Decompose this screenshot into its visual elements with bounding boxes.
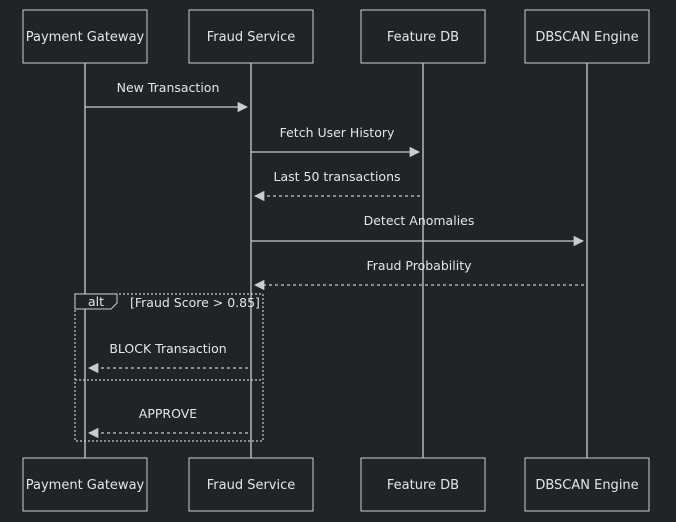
actor-db-bottom: Feature DB [360,457,486,512]
actor-label: Feature DB [387,478,459,493]
message-5: Fraud Probability [253,258,584,291]
message-1: New Transaction [85,80,249,113]
actor-box [188,9,314,64]
actor-label: Fraud Service [207,478,296,493]
message-4: Detect Anomalies [251,213,585,247]
message-label: Detect Anomalies [364,213,475,228]
lifelines [84,63,588,458]
actors-top: Payment Gateway Fraud Service Feature DB DB… [22,9,650,64]
actor-db-top: Feature DB [360,9,486,64]
actors-bottom: Payment Gateway Fraud Service Feature DB DB… [22,457,650,512]
actor-box [22,9,148,64]
actor-label: Feature DB [387,30,459,45]
actor-box [22,457,148,512]
message-label: BLOCK Transaction [109,341,226,356]
fragment-kind: alt [88,294,104,309]
actor-dbscan-bottom: DBSCAN Engine [524,457,650,512]
actor-dbscan-top: DBSCAN Engine [524,9,650,64]
actor-box [524,9,650,64]
actor-box [360,9,486,64]
fragment-frame [74,293,264,442]
actor-gw-bottom: Payment Gateway [22,457,148,512]
actor-label: DBSCAN Engine [535,30,638,45]
message-label: Last 50 transactions [273,169,400,184]
message-label: Fetch User History [280,125,395,140]
message-7: APPROVE [87,406,248,439]
actor-label: Payment Gateway [26,30,145,45]
actor-gw-top: Payment Gateway [22,9,148,64]
actor-label: Payment Gateway [26,478,145,493]
message-label: Fraud Probability [367,258,473,273]
actor-label: Fraud Service [207,30,296,45]
message-2: Fetch User History [251,125,421,158]
actor-label: DBSCAN Engine [535,478,638,493]
actor-box [524,457,650,512]
message-label: New Transaction [117,80,220,95]
message-label: APPROVE [139,406,197,421]
actor-box [188,457,314,512]
actor-box [360,457,486,512]
message-3: Last 50 transactions [253,169,420,202]
actor-fs-bottom: Fraud Service [188,457,314,512]
fragment-condition: [Fraud Score > 0.85] [130,295,260,310]
fragment-tab [74,293,118,310]
alt-fragment: alt [Fraud Score > 0.85] [74,293,264,442]
actor-fs-top: Fraud Service [188,9,314,64]
message-6: BLOCK Transaction [87,341,248,374]
